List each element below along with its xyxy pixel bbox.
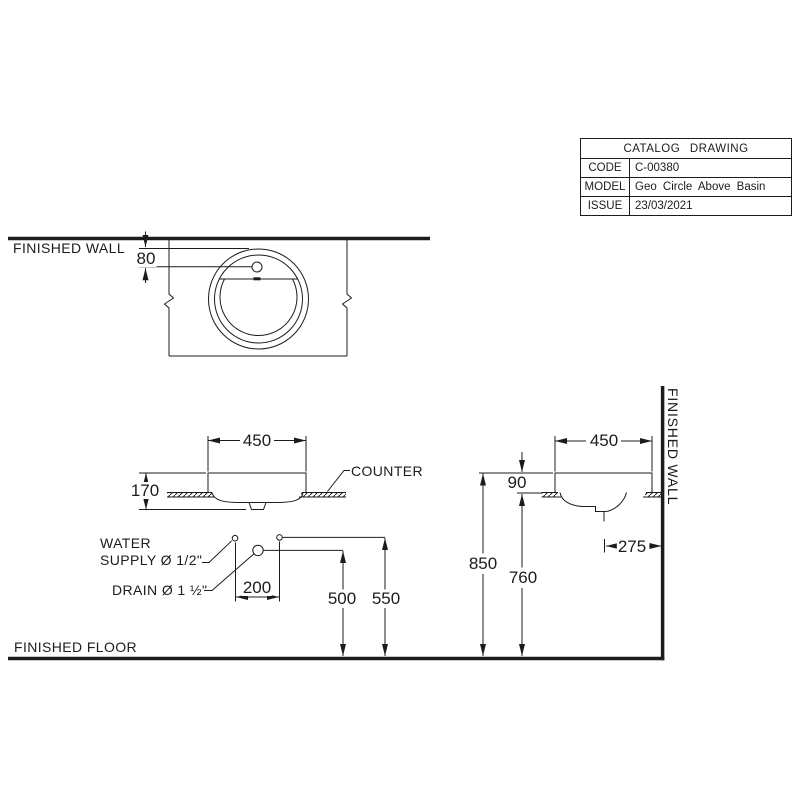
drain-label: DRAIN Ø 1 ½" (112, 582, 208, 598)
front-dim-200-text: 200 (241, 578, 273, 597)
side-dim-450 (554, 436, 653, 472)
water-supply-point-right (276, 534, 283, 541)
side-dim-275 (604, 539, 662, 553)
front-view (139, 436, 388, 656)
title-block-model-label: MODEL (580, 177, 630, 197)
drain-leader (204, 553, 255, 591)
front-dim-200 (235, 541, 280, 602)
title-block-issue-label: ISSUE (580, 196, 630, 216)
counter-leader-line (327, 470, 350, 492)
front-basin-underside (211, 492, 304, 503)
title-block-model-value: Geo Circle Above Basin (629, 177, 792, 197)
title-block-title: CATALOG DRAWING (580, 138, 792, 159)
front-dim-450-text: 450 (241, 431, 273, 450)
plan-overflow-slot (253, 277, 261, 281)
title-block-code-value: C-00380 (629, 158, 792, 178)
plan-counter-right-edge (341, 240, 353, 356)
drain-point (252, 544, 264, 557)
side-dim-760-text: 760 (507, 568, 539, 587)
front-basin-body (207, 472, 307, 493)
plan-counter-left-edge (163, 240, 175, 356)
plan-basin-outer-rim (208, 248, 309, 350)
water-supply-leader (202, 540, 233, 563)
front-dim-170 (139, 472, 246, 510)
front-drain-outlet (248, 502, 267, 510)
plan-bowl-outline (219, 278, 298, 336)
front-dim-550-text: 550 (370, 589, 402, 608)
side-dim-450-text: 450 (588, 431, 620, 450)
water-supply-label-line2: SUPPLY Ø 1/2" (100, 552, 203, 568)
title-block-code-label: CODE (580, 158, 630, 178)
title-block-issue-value: 23/03/2021 (629, 196, 792, 216)
dim-80-text: 80 (135, 249, 157, 268)
side-basin-underside (559, 492, 627, 512)
title-block: CATALOG DRAWING CODE C-00380 MODEL Geo C… (580, 138, 792, 216)
finished-floor-label: FINISHED FLOOR (14, 639, 138, 655)
side-view (479, 386, 665, 661)
plan-view (8, 231, 430, 357)
front-counter-section (167, 492, 346, 498)
side-dim-275-text: 275 (616, 537, 648, 556)
side-dim-760 (517, 492, 542, 656)
front-dim-500 (263, 549, 346, 656)
plan-basin-inner-rim (214, 254, 303, 344)
side-dim-850-text: 850 (467, 554, 499, 573)
side-counter-section (541, 492, 661, 498)
finished-wall-right-label: FINISHED WALL (665, 388, 681, 506)
front-dim-550 (282, 536, 388, 656)
plan-dim-80 (139, 231, 252, 283)
plan-faucet-hole (251, 261, 263, 273)
side-basin-body (554, 472, 653, 493)
water-supply-label-line1: WATER (100, 535, 151, 551)
side-dim-850 (479, 472, 553, 656)
counter-label: COUNTER (351, 463, 424, 479)
front-dim-170-text: 170 (129, 481, 161, 500)
finished-wall-top-label: FINISHED WALL (13, 240, 126, 256)
front-dim-450 (207, 436, 307, 472)
water-supply-point-left (231, 534, 239, 542)
side-dim-90-text: 90 (506, 473, 528, 492)
front-dim-500-text: 500 (326, 589, 358, 608)
